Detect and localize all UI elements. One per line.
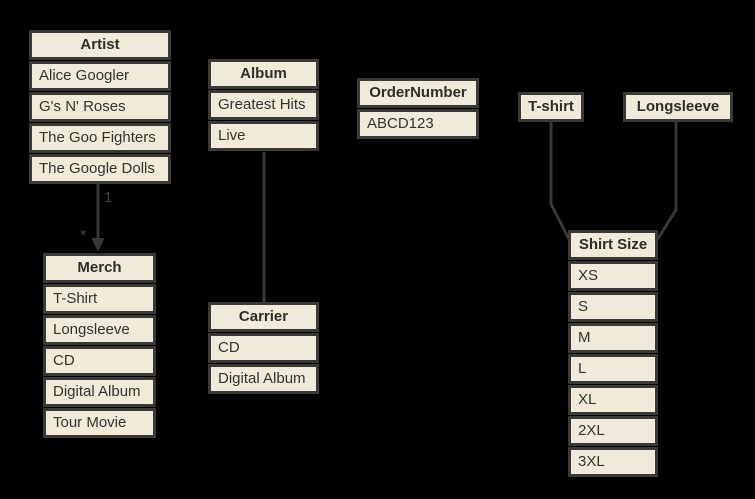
table-row: CD (43, 346, 156, 376)
node-tshirt-title: T-shirt (518, 92, 584, 122)
table-row: G's N' Roses (29, 92, 171, 122)
table-row: M (568, 323, 658, 353)
node-longsleeve-title: Longsleeve (623, 92, 733, 122)
table-row: Tour Movie (43, 408, 156, 438)
table-row: L (568, 354, 658, 384)
cardinality-one-label: 1 (104, 189, 113, 206)
entity-ordernumber-title: OrderNumber (357, 78, 479, 108)
entity-carrier-title: Carrier (208, 302, 319, 332)
table-row: XL (568, 385, 658, 415)
entity-artist-title: Artist (29, 30, 171, 60)
table-row: Digital Album (43, 377, 156, 407)
table-row: T-Shirt (43, 284, 156, 314)
table-row: Alice Googler (29, 61, 171, 91)
table-row: 2XL (568, 416, 658, 446)
table-row: ABCD123 (357, 109, 479, 139)
table-row: S (568, 292, 658, 322)
entity-ordernumber: OrderNumber ABCD123 (357, 78, 479, 139)
edge-tshirt-shirtsize (549, 122, 574, 246)
entity-ordernumber-rows: ABCD123 (357, 109, 479, 139)
node-tshirt: T-shirt (518, 92, 584, 122)
table-row: The Goo Fighters (29, 123, 171, 153)
cardinality-many-label: * (80, 226, 87, 245)
node-longsleeve: Longsleeve (623, 92, 733, 122)
table-row: Live (208, 121, 319, 151)
table-row: Greatest Hits (208, 90, 319, 120)
entity-merch-title: Merch (43, 253, 156, 283)
table-row: Digital Album (208, 364, 319, 394)
table-row: The Google Dolls (29, 154, 171, 184)
table-row: Longsleeve (43, 315, 156, 345)
edge-artist-merch-arrowhead (91, 238, 105, 252)
edge-longsleeve-shirtsize (652, 122, 678, 246)
table-row: 3XL (568, 447, 658, 477)
entity-shirt-size-title: Shirt Size (568, 230, 658, 260)
table-row: XS (568, 261, 658, 291)
entity-album-title: Album (208, 59, 319, 89)
table-row: CD (208, 333, 319, 363)
